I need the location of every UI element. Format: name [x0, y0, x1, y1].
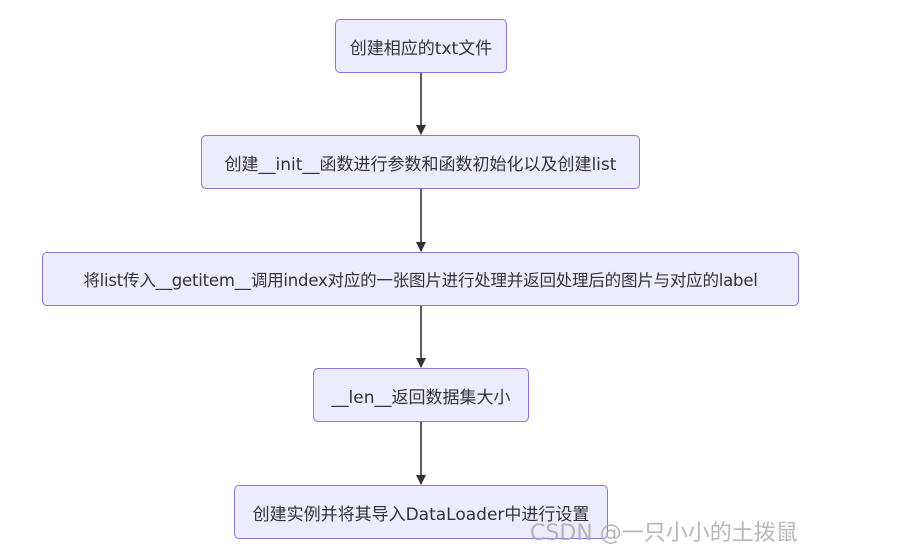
- node-label: __len__返回数据集大小: [331, 387, 511, 408]
- node-getitem-processing: 将list传入__getitem__调用index对应的一张图片进行处理并返回处…: [42, 252, 799, 306]
- node-label: 将list传入__getitem__调用index对应的一张图片进行处理并返回处…: [83, 271, 758, 290]
- node-create-init-function: 创建__init__函数进行参数和函数初始化以及创建list: [201, 135, 640, 189]
- node-len-dataset-size: __len__返回数据集大小: [313, 368, 529, 422]
- node-label: 创建实例并将其导入DataLoader中进行设置: [252, 504, 590, 525]
- node-label: 创建相应的txt文件: [349, 38, 493, 59]
- node-label: 创建__init__函数进行参数和函数初始化以及创建list: [224, 154, 617, 175]
- watermark: CSDN @一只小小的土拨鼠: [530, 521, 798, 546]
- node-create-instance-dataloader: 创建实例并将其导入DataLoader中进行设置: [234, 485, 608, 539]
- node-create-txt-file: 创建相应的txt文件: [335, 19, 507, 73]
